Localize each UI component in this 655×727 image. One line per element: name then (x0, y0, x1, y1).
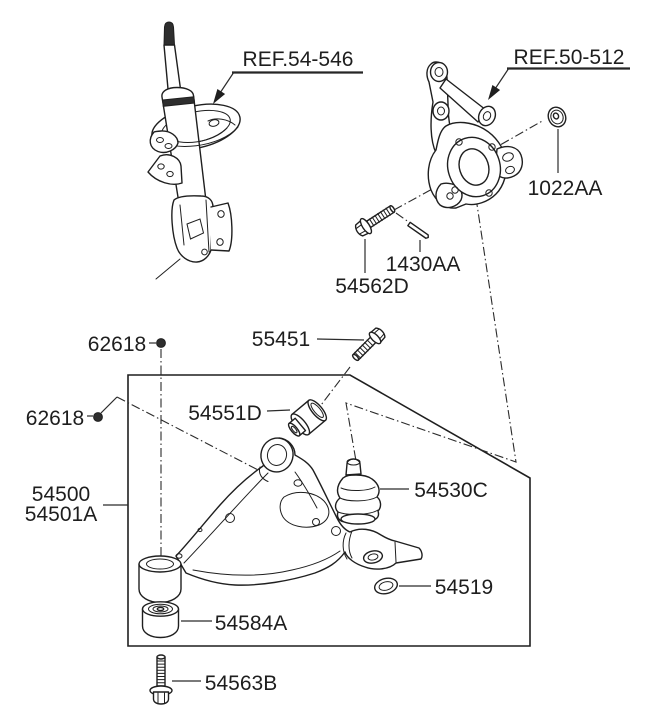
ref-knuckle-arrowhead (488, 85, 501, 100)
label-54563B: 54563B (205, 672, 277, 695)
bushing-54584A-drawing (141, 601, 180, 639)
axis-54562D-bolt (393, 181, 446, 211)
pin-1430AA-drawing (407, 221, 429, 239)
strut-seat-lobe (149, 130, 179, 154)
bolt-55451-drawing (351, 327, 386, 362)
ball-joint-stud (345, 458, 362, 476)
knuckle-foot (435, 182, 463, 209)
nut-1022AA-drawing (547, 106, 567, 128)
label-62618-left: 62618 (26, 407, 84, 430)
ball-joint-flange (340, 513, 376, 525)
label-62618-upper: 62618 (88, 333, 146, 356)
washer-54519-drawing (373, 577, 399, 595)
lower-arm-eye (260, 437, 294, 473)
label-54501A: 54501A (25, 503, 97, 526)
strut-drawing (147, 21, 241, 280)
label-54584A: 54584A (215, 612, 287, 635)
axis-knuckle-to-balljoint (345, 197, 517, 463)
ball-joint-boot (334, 474, 382, 523)
ball-joint-54530C-drawing (334, 458, 382, 525)
label-1022AA: 1022AA (528, 177, 603, 200)
label-ref-strut[interactable]: REF.54-546 (243, 48, 354, 71)
strut-body-band (162, 96, 196, 107)
label-54562D: 54562D (335, 275, 409, 298)
assembly-enclosure-box (127, 374, 531, 647)
label-54519: 54519 (435, 576, 493, 599)
label-55451: 55451 (252, 328, 310, 351)
lower-arm-body (175, 437, 423, 586)
strut-piston-rod (163, 44, 182, 90)
leader-62618-left-solid (100, 396, 118, 414)
label-54530C: 54530C (414, 479, 488, 502)
lower-arm-balljoint-hole (362, 550, 384, 564)
part-labels: REF.54-546 REF.50-512 1022AA 1430AA 5456… (25, 46, 625, 695)
nut-62618-upper-drawing (156, 338, 166, 348)
lower-arm-drawing (138, 437, 423, 604)
strut-rod-tip (163, 21, 176, 46)
strut-bottom-tick (155, 258, 181, 280)
assembly-axis-lines (100, 119, 545, 566)
knuckle-eye-upper (429, 61, 449, 83)
ref-strut-arrowhead (213, 89, 226, 104)
label-54500: 54500 (32, 483, 90, 506)
axis-62618-left (116, 396, 263, 473)
bolt-54562D-drawing (354, 205, 396, 237)
knuckle-caliper-mount (494, 145, 523, 179)
axis-1430AA-pin (395, 212, 411, 224)
label-1430AA: 1430AA (386, 253, 461, 276)
strut-wing-bracket (147, 154, 183, 185)
leader-54551D (266, 409, 291, 412)
strut-clamp-flange (210, 202, 233, 252)
axis-55451-bolt (317, 366, 351, 410)
knuckle-diagonal-arm (439, 78, 487, 123)
ref-strut-leader (219, 71, 235, 94)
ref-knuckle-leader (494, 67, 510, 90)
knuckle-drawing (426, 61, 523, 209)
bushing-54551D-drawing (287, 399, 328, 437)
nut-62618-left-drawing (93, 412, 103, 422)
leader-55451 (316, 338, 365, 341)
bolt-54563B-drawing (149, 654, 173, 705)
knuckle-eye-lower (432, 101, 450, 121)
label-ref-knuckle[interactable]: REF.50-512 (514, 46, 625, 69)
knuckle-boss (477, 105, 497, 127)
strut-clamp-bracket (171, 195, 214, 263)
knuckle-hub-bore (458, 148, 490, 186)
label-54551D: 54551D (188, 402, 262, 425)
label-leader-lines (87, 67, 630, 682)
